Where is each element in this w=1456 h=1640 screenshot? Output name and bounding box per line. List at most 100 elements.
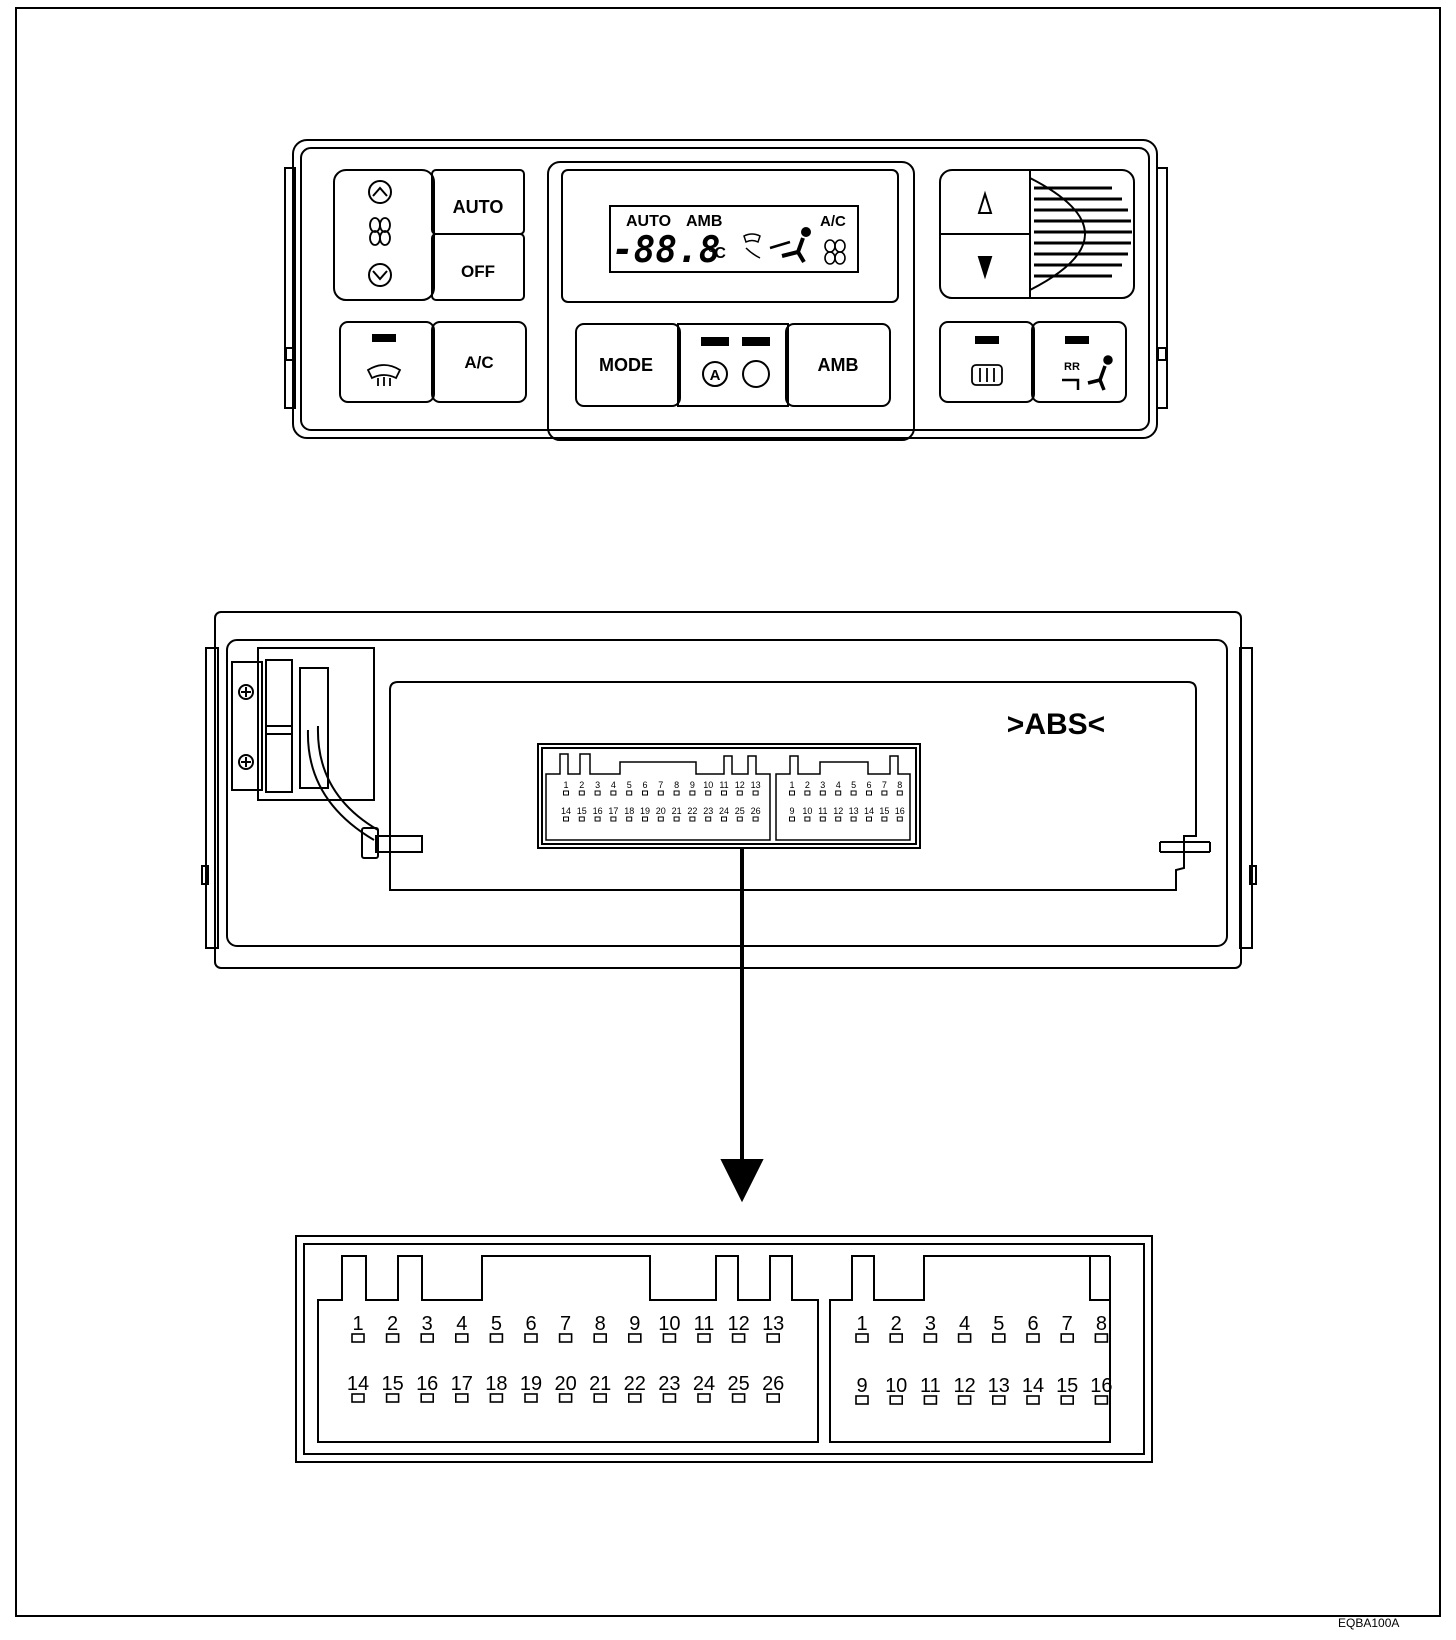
pin-terminal <box>881 790 888 796</box>
pin-terminal <box>705 790 712 796</box>
pin-number: 20 <box>656 806 666 816</box>
pin-number: 9 <box>856 1375 867 1397</box>
page-frame <box>15 7 1441 1617</box>
pin-number: 25 <box>727 1373 749 1395</box>
pin-number: 2 <box>387 1313 398 1335</box>
auto-indicator <box>701 337 729 346</box>
pin-number: 6 <box>525 1313 536 1335</box>
pin-terminal <box>923 1395 938 1405</box>
pin-number: 16 <box>416 1373 438 1395</box>
pin-terminal <box>721 816 727 822</box>
pin-terminal <box>563 790 569 796</box>
pin-number: 12 <box>735 780 745 790</box>
amb-button[interactable] <box>785 323 891 407</box>
pin-terminal <box>835 790 842 796</box>
pin-number: 22 <box>687 806 697 816</box>
pin-terminal <box>957 1333 972 1343</box>
pin-number: 14 <box>347 1373 369 1395</box>
ac-button[interactable] <box>431 321 527 403</box>
mounting-bracket <box>231 647 375 801</box>
pin-number: 5 <box>627 780 632 790</box>
display-bezel <box>547 161 915 441</box>
front-defrost-button[interactable] <box>339 321 435 403</box>
pin-number: 1 <box>352 1313 363 1335</box>
pin-terminal <box>558 1333 573 1343</box>
pin-terminal <box>689 790 696 796</box>
auto-circle-label: A <box>710 367 721 384</box>
pin-terminal <box>594 790 601 796</box>
pin-terminal <box>563 816 569 822</box>
chevron-down-icon[interactable] <box>368 263 392 287</box>
pin-number: 16 <box>593 806 603 816</box>
pin-number: 5 <box>851 780 856 790</box>
pin-number: 11 <box>920 1375 941 1397</box>
fan-speed-control[interactable] <box>333 169 435 301</box>
pin-number: 21 <box>589 1373 611 1395</box>
pin-number: 9 <box>629 1313 640 1335</box>
rear-seated-person-icon <box>1062 355 1113 391</box>
pin-terminal <box>855 1395 869 1405</box>
pin-terminal <box>610 816 617 822</box>
pin-number: 13 <box>849 806 859 816</box>
pin-terminal <box>855 1333 869 1343</box>
pin-number: 20 <box>554 1373 576 1395</box>
pin-number: 19 <box>640 806 650 816</box>
pin-terminal <box>731 1393 746 1403</box>
triangle-down-icon[interactable] <box>977 256 993 280</box>
pin-number: 10 <box>885 1375 907 1397</box>
off-button[interactable] <box>431 233 525 301</box>
pin-number: 4 <box>611 780 616 790</box>
pin-number: 24 <box>719 806 729 816</box>
triangle-up-icon[interactable] <box>977 190 993 214</box>
pin-number: 2 <box>891 1313 902 1335</box>
pin-terminal <box>804 790 811 796</box>
ac-button-label: A/C <box>464 353 493 372</box>
circle-icon[interactable] <box>742 360 770 388</box>
pin-terminal <box>1026 1395 1040 1405</box>
chevron-up-icon[interactable] <box>368 180 392 204</box>
figure-code: EQBA100A <box>1338 1616 1400 1630</box>
temperature-dial[interactable] <box>1029 177 1132 291</box>
pin-number: 17 <box>451 1373 473 1395</box>
circle-indicator <box>742 337 770 346</box>
pin-terminal <box>610 790 617 796</box>
lcd-display <box>609 205 859 273</box>
pin-terminal <box>662 1333 677 1343</box>
mode-button[interactable] <box>575 323 681 407</box>
pin-number: 10 <box>703 780 713 790</box>
pin-terminal <box>736 790 743 796</box>
pin-terminal <box>881 816 888 822</box>
pin-number: 14 <box>1022 1375 1044 1397</box>
pin-number: 6 <box>642 780 647 790</box>
pin-number: 2 <box>805 780 810 790</box>
rear-defrost-button[interactable] <box>939 321 1035 403</box>
pin-number: 17 <box>608 806 618 816</box>
pin-number: 3 <box>595 780 600 790</box>
pin-number: 13 <box>988 1375 1010 1397</box>
rear-air-button[interactable] <box>1031 321 1127 403</box>
auto-circle-button[interactable] <box>702 361 728 387</box>
lcd-auto: AUTO <box>626 213 671 230</box>
pin-terminal <box>991 1333 1006 1343</box>
pin-number: 6 <box>866 780 871 790</box>
pin-terminal <box>489 1333 504 1343</box>
pin-terminal <box>1026 1333 1040 1343</box>
pin-terminal <box>804 816 811 822</box>
pin-number: 4 <box>836 780 841 790</box>
pin-number: 11 <box>694 1313 715 1335</box>
pin-number: 24 <box>693 1373 715 1395</box>
pin-number: 18 <box>485 1373 507 1395</box>
pin-terminal <box>697 1333 711 1343</box>
pin-number: 12 <box>833 806 843 816</box>
pin-number: 1 <box>563 780 568 790</box>
pin-number: 3 <box>422 1313 433 1335</box>
off-button-label: OFF <box>461 262 495 281</box>
pin-terminal <box>731 1333 746 1343</box>
pin-terminal <box>721 790 727 796</box>
connector-left-housing <box>317 1255 819 1443</box>
pin-terminal <box>705 816 712 822</box>
pin-number: 11 <box>719 780 728 790</box>
